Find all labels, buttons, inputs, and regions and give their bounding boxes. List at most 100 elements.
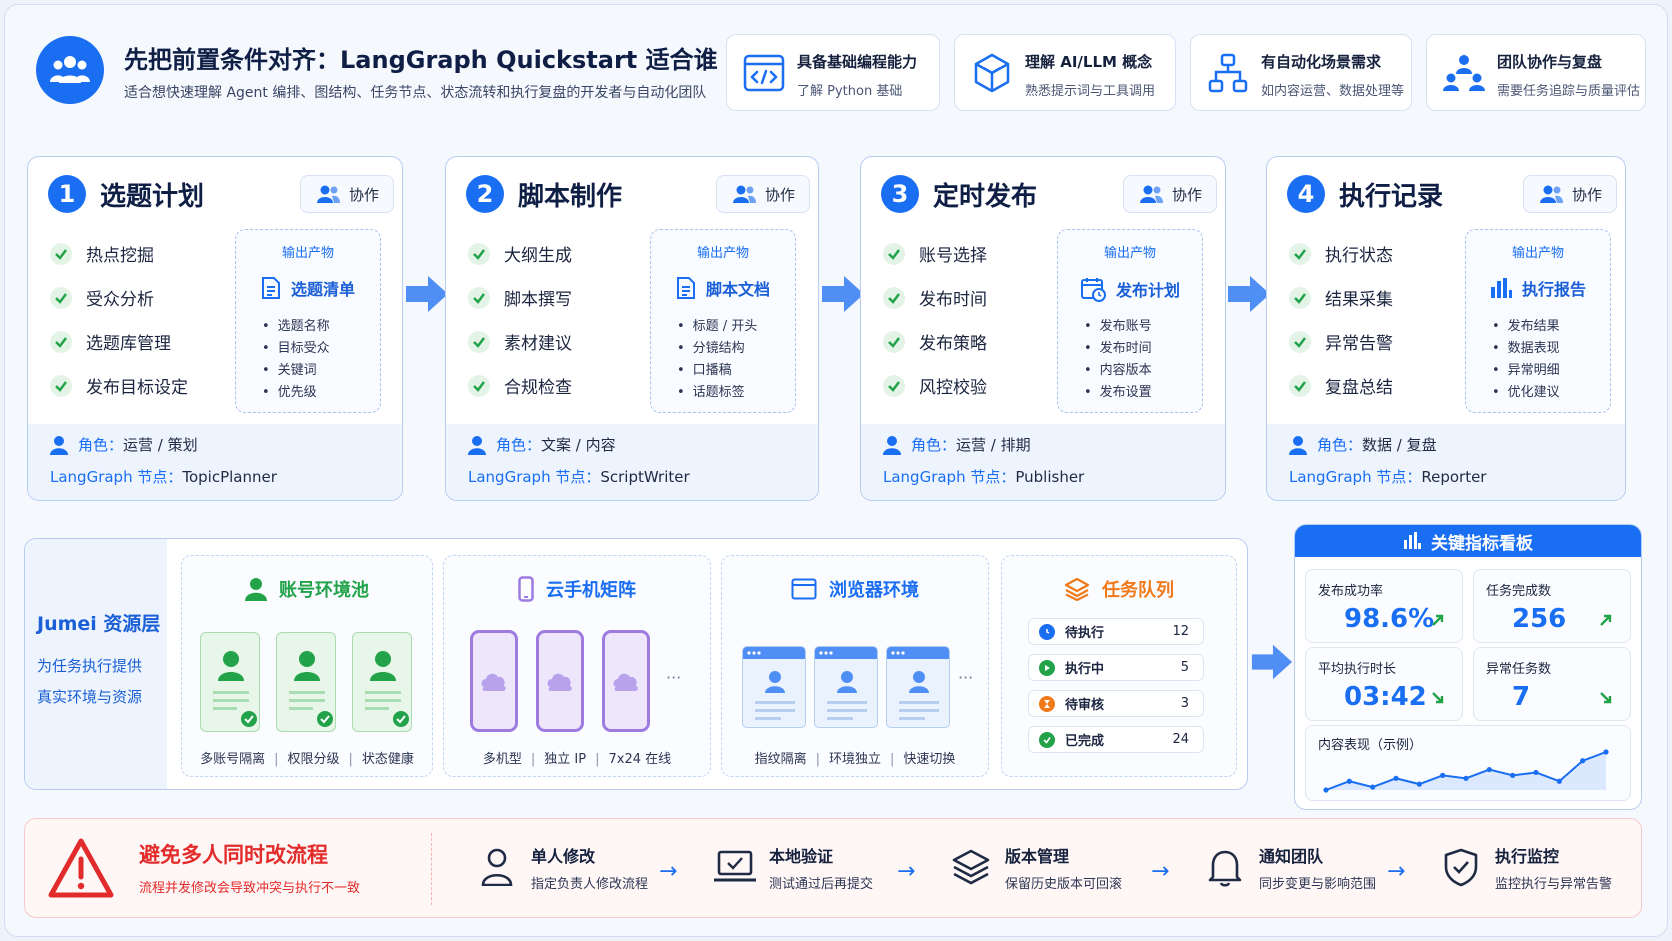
task-item: 结果采集 — [1289, 285, 1393, 310]
warning-bar: 避免多人同时改流程 流程并发修改会导致冲突与执行不一致 单人修改指定负责人修改流… — [24, 818, 1642, 918]
arrow-right-icon: → — [1387, 859, 1406, 884]
task-item: 账号选择 — [883, 241, 987, 266]
flow-arrow-icon — [406, 276, 448, 312]
code-icon — [741, 50, 787, 96]
chart-label: 内容表现（示例） — [1318, 738, 1423, 753]
browser-card — [814, 646, 878, 728]
person-icon — [468, 435, 486, 455]
hourglass-icon — [1039, 695, 1055, 712]
task-item: 执行状态 — [1289, 241, 1393, 266]
step-role: 角色：运营 / 排期 — [883, 434, 1031, 455]
account-card — [200, 632, 260, 732]
resource-layer-panel: Jumei 资源层 为任务执行提供 真实环境与资源 账号环境池 多账号隔离|权限… — [24, 538, 1248, 790]
output-label: 输出产物 — [281, 246, 334, 261]
output-title: 执行报告 — [1466, 276, 1610, 300]
output-box: 输出产物 选题清单 选题名称目标受众关键词优先级 — [235, 229, 381, 413]
flow-arrow-icon — [1251, 644, 1293, 680]
task-item: 选题库管理 — [50, 329, 171, 354]
person-icon — [1289, 435, 1307, 455]
trend-point — [1416, 781, 1422, 787]
task-item: 素材建议 — [468, 329, 572, 354]
check-icon — [883, 374, 905, 397]
output-list: 发布账号发布时间内容版本发布设置 — [1084, 316, 1152, 404]
trend-point — [1486, 766, 1492, 773]
output-box: 输出产物 发布计划 发布账号发布时间内容版本发布设置 — [1057, 229, 1203, 413]
person-icon — [50, 435, 68, 455]
flow-arrow-icon — [1228, 276, 1270, 312]
collab-button[interactable]: 协作 — [300, 175, 394, 213]
account-card — [352, 632, 412, 732]
stack-icon — [1064, 577, 1090, 601]
output-list: 标题 / 开头分镜结构口播稿话题标签 — [677, 316, 758, 404]
task-item: 热点挖掘 — [50, 241, 154, 266]
check-icon — [1289, 242, 1311, 265]
layers-icon — [949, 845, 993, 889]
users-icon — [316, 185, 340, 203]
trend-point — [1580, 758, 1586, 764]
task-queue-title: 任务队列 — [1002, 576, 1236, 602]
account-card — [276, 632, 336, 732]
check-icon — [468, 286, 490, 309]
more-indicator: ··· — [958, 668, 974, 687]
task-item: 脚本撰写 — [468, 285, 572, 310]
output-title: 脚本文档 — [651, 276, 795, 300]
collab-button[interactable]: 协作 — [1123, 175, 1217, 213]
task-item: 发布策略 — [883, 329, 987, 354]
step-role: 角色：运营 / 策划 — [50, 434, 198, 455]
prereq-title: 理解 AI/LLM 概念 — [1025, 53, 1153, 71]
collab-label: 协作 — [1571, 185, 1602, 204]
laptop-icon — [713, 845, 757, 889]
prereq-title: 具备基础编程能力 — [797, 53, 918, 71]
cube-icon — [969, 50, 1015, 96]
arrow-right-icon: → — [897, 859, 916, 884]
browser-env-features: 指纹隔离|环境独立|快速切换 — [754, 752, 956, 767]
team-icon — [1441, 50, 1487, 96]
output-box: 输出产物 执行报告 发布结果数据表现异常明细优化建议 — [1465, 229, 1611, 413]
resource-layer-title: Jumei 资源层 — [37, 613, 161, 635]
check-icon — [468, 330, 490, 353]
team-logo-icon — [36, 36, 104, 104]
check-icon — [883, 242, 905, 265]
page-title: 先把前置条件对齐：LangGraph Quickstart 适合谁 — [124, 46, 718, 74]
step-card-execution-log: 4 执行记录 协作 执行状态 结果采集 异常告警 复盘总结 输出产物 执行报告 … — [1266, 156, 1626, 501]
check-icon — [883, 286, 905, 309]
prereq-desc: 需要任务追踪与质量评估 — [1497, 84, 1641, 99]
check-icon — [1289, 286, 1311, 309]
check-icon — [883, 330, 905, 353]
cloud-phone — [470, 630, 518, 732]
clock-icon — [1039, 623, 1055, 640]
prereq-desc: 了解 Python 基础 — [797, 84, 903, 99]
collab-button[interactable]: 协作 — [1523, 175, 1617, 213]
check-icon — [50, 374, 72, 397]
prereq-card-programming: 具备基础编程能力 了解 Python 基础 — [726, 34, 940, 111]
cloud-phone-features: 多机型|独立 IP|7x24 在线 — [482, 752, 672, 767]
task-item: 发布目标设定 — [50, 373, 188, 398]
trend-point — [1440, 772, 1446, 778]
resource-layer-sidebar: Jumei 资源层 为任务执行提供 真实环境与资源 — [25, 539, 167, 789]
page-subtitle: 适合想快速理解 Agent 编排、图结构、任务节点、状态流转和执行复盘的开发者与… — [124, 85, 707, 101]
prereq-desc: 如内容运营、数据处理等 — [1261, 84, 1405, 99]
collab-button[interactable]: 协作 — [716, 175, 810, 213]
task-item: 复盘总结 — [1289, 373, 1393, 398]
collab-label: 协作 — [764, 185, 795, 204]
step-footer: 角色：运营 / 策划 LangGraph 节点：TopicPlanner — [28, 424, 402, 500]
task-item: 合规检查 — [468, 373, 572, 398]
trend-point — [1603, 749, 1609, 755]
step-card-script-writing: 2 脚本制作 协作 大纲生成 脚本撰写 素材建议 合规检查 输出产物 脚本文档 … — [445, 156, 819, 501]
output-label: 输出产物 — [696, 246, 749, 261]
step-node: LangGraph 节点：TopicPlanner — [50, 468, 277, 486]
step-footer: 角色：运营 / 排期 LangGraph 节点：Publisher — [861, 424, 1225, 500]
check-icon — [50, 286, 72, 309]
arrow-right-icon: → — [1151, 859, 1170, 884]
resource-layer-desc: 为任务执行提供 真实环境与资源 — [37, 657, 143, 706]
check-icon — [468, 374, 490, 397]
warning-divider — [431, 833, 432, 905]
